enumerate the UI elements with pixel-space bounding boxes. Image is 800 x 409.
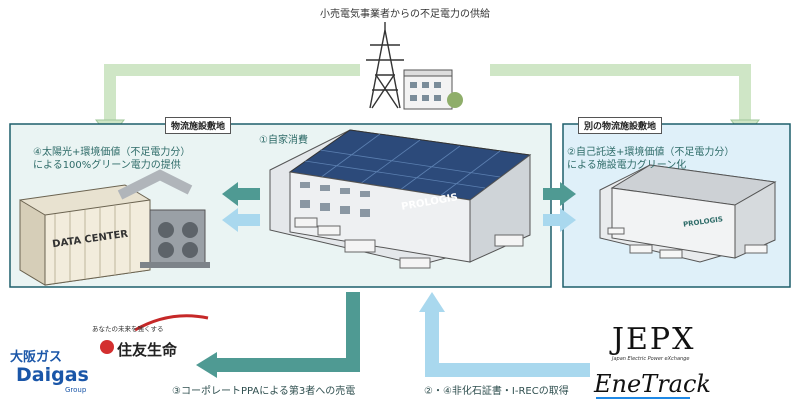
- other-site-caption-2: による施設電力グリーン化: [567, 160, 687, 171]
- daigas-group-label: Group: [65, 386, 87, 394]
- certificate-arrow: [425, 310, 590, 377]
- other-site-caption-1: ②自己託送+環境価値（不足電力分）: [567, 147, 735, 158]
- ppa-arrow: [215, 292, 360, 372]
- enetrack-logo: EneTrack: [594, 370, 711, 398]
- certificate-caption: ②・④非化石証書・I-RECの取得: [424, 386, 569, 397]
- site-main-label: 物流施設敷地: [165, 117, 232, 134]
- data-center-caption-1: ④太陽光+環境価値（不足電力分）: [33, 147, 191, 158]
- warehouse-other: [599, 164, 777, 263]
- data-center-caption-2: による100%グリーン電力の提供: [33, 160, 181, 171]
- osaka-gas-logo: 大阪ガス: [10, 350, 63, 365]
- sumitomo-emblem-icon: [100, 340, 114, 354]
- flow-arrows-right: [543, 182, 576, 232]
- jepx-logo: JEPX: [612, 322, 696, 357]
- sumitomo-swoosh-icon: [134, 314, 209, 332]
- daigas-logo: Daigas: [16, 364, 89, 386]
- site-other-label: 別の物流施設敷地: [578, 117, 663, 134]
- sumitomo-logo: 住友生命: [117, 341, 178, 359]
- supply-arrow-left: [104, 64, 360, 122]
- sumitomo-tagline: あなたの未来を強くする: [92, 325, 164, 333]
- flow-arrows-left: [222, 182, 260, 232]
- warehouse-main: [269, 129, 532, 269]
- data-center-container: [19, 169, 210, 286]
- self-consumption-caption: ①自家消費: [259, 135, 308, 146]
- transmission-tower-icon: [366, 22, 404, 109]
- ppa-caption: ③コーポレートPPAによる第3者への売電: [172, 386, 356, 397]
- top-caption: 小売電気事業者からの不足電力の供給: [320, 9, 490, 20]
- supply-arrow-right: [490, 64, 751, 122]
- jepx-subtitle: Japan Electric Power eXchange: [612, 356, 690, 362]
- building-icon: [403, 69, 463, 110]
